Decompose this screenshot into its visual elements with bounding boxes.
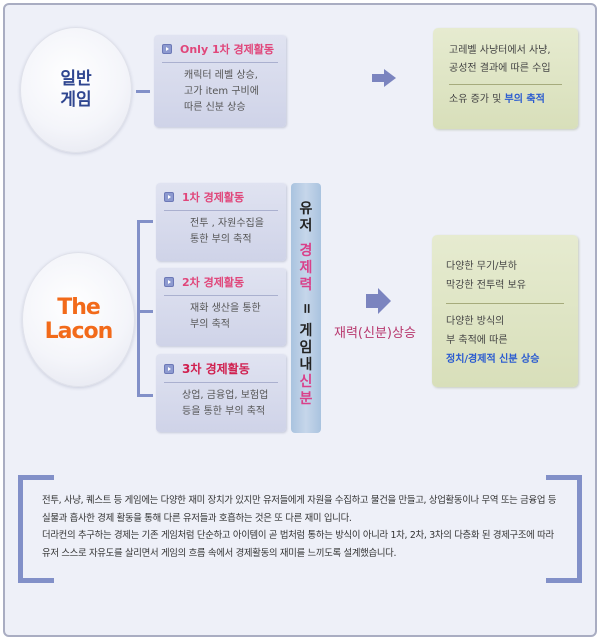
- wealth-rise-label: 재력(신분)상승: [334, 326, 416, 341]
- secondary-economy-box: 2차 경제활동 재화 생산을 통한 부의 축적: [156, 268, 286, 346]
- bracket-branch: [137, 220, 153, 223]
- result-highlight: 정치/경제적 신분 상승: [446, 354, 540, 365]
- box-title: 3차 경제활동: [182, 362, 250, 376]
- general-game-circle: 일반 게임: [20, 27, 132, 153]
- general-game-label: 일반 게임: [60, 69, 92, 110]
- result-line: 공성전 결과에 따른 수입: [449, 63, 551, 74]
- right-bracket: [577, 475, 582, 583]
- vertical-text-status: 신분: [299, 374, 313, 407]
- box-body: 전투 , 자원수집을 통한 부의 축적: [190, 218, 264, 245]
- result-line: 소유 증가 및: [449, 94, 502, 105]
- bracket-branch: [137, 310, 153, 313]
- right-bracket: [546, 578, 582, 583]
- divider: [446, 303, 564, 304]
- user-status-bar: 유저 경제력 = 게임내 신분: [291, 183, 321, 433]
- box-title: 1차 경제활동: [182, 191, 245, 204]
- description-paragraph: 전투, 사냥, 퀘스트 등 게임에는 다양한 재미 장치가 있지만 유저들에게 …: [42, 495, 557, 524]
- vertical-text-user: 유저: [299, 201, 313, 234]
- tertiary-economy-box: 3차 경제활동 상업, 금융업, 보험업 등을 통한 부의 축적: [156, 354, 286, 432]
- bullet-icon: [164, 192, 174, 202]
- description-paragraph: 더라컨의 추구하는 경제는 기존 게임처럼 단순하고 아이템이 곧 법처럼 통하…: [42, 530, 554, 559]
- result-highlight: 부의 축적: [504, 94, 545, 105]
- bracket-vertical: [137, 220, 140, 397]
- primary-economy-box: 1차 경제활동 전투 , 자원수집을 통한 부의 축적: [156, 183, 286, 261]
- general-economy-box: Only 1차 경제활동 캐릭터 레벨 상승, 고가 item 구비에 따른 신…: [154, 35, 286, 127]
- box-title: Only 1차 경제활동: [180, 43, 275, 56]
- bullet-icon: [162, 44, 172, 54]
- vertical-text-equals: =: [298, 302, 315, 315]
- result-line: 고레벨 사냥터에서 사냥,: [449, 45, 551, 56]
- left-bracket: [18, 475, 23, 583]
- general-result-box: 고레벨 사냥터에서 사냥, 공성전 결과에 따른 수입 소유 증가 및 부의 축…: [433, 28, 578, 129]
- vertical-text-economy: 경제력: [299, 243, 313, 293]
- box-body: 캐릭터 레벨 상승, 고가 item 구비에 따른 신분 상승: [184, 70, 259, 113]
- result-line: 다양한 방식의: [446, 316, 505, 327]
- result-line: 다양한 무기/부하: [446, 261, 517, 272]
- left-bracket: [18, 475, 54, 480]
- vertical-text-ingame: 게임내: [299, 323, 313, 373]
- bracket-branch: [137, 394, 153, 397]
- lacon-label-2: Lacon: [44, 318, 114, 344]
- bullet-icon: [164, 277, 174, 287]
- connector-line: [136, 90, 150, 93]
- box-body: 상업, 금융업, 보험업 등을 통한 부의 축적: [182, 390, 269, 417]
- result-line: 부 축적에 따른: [446, 335, 508, 346]
- lacon-result-box: 다양한 무기/부하 막강한 전투력 보유 다양한 방식의 부 축적에 따른 정치…: [432, 235, 578, 387]
- description-text: 전투, 사냥, 퀘스트 등 게임에는 다양한 재미 장치가 있지만 유저들에게 …: [42, 492, 562, 562]
- lacon-label-1: The: [57, 294, 101, 320]
- result-line: 막강한 전투력 보유: [446, 280, 526, 291]
- box-body: 재화 생산을 통한 부의 축적: [190, 303, 261, 330]
- box-title: 2차 경제활동: [182, 276, 245, 289]
- bullet-icon: [164, 363, 174, 374]
- divider: [449, 84, 562, 85]
- right-bracket: [546, 475, 582, 480]
- left-bracket: [18, 578, 54, 583]
